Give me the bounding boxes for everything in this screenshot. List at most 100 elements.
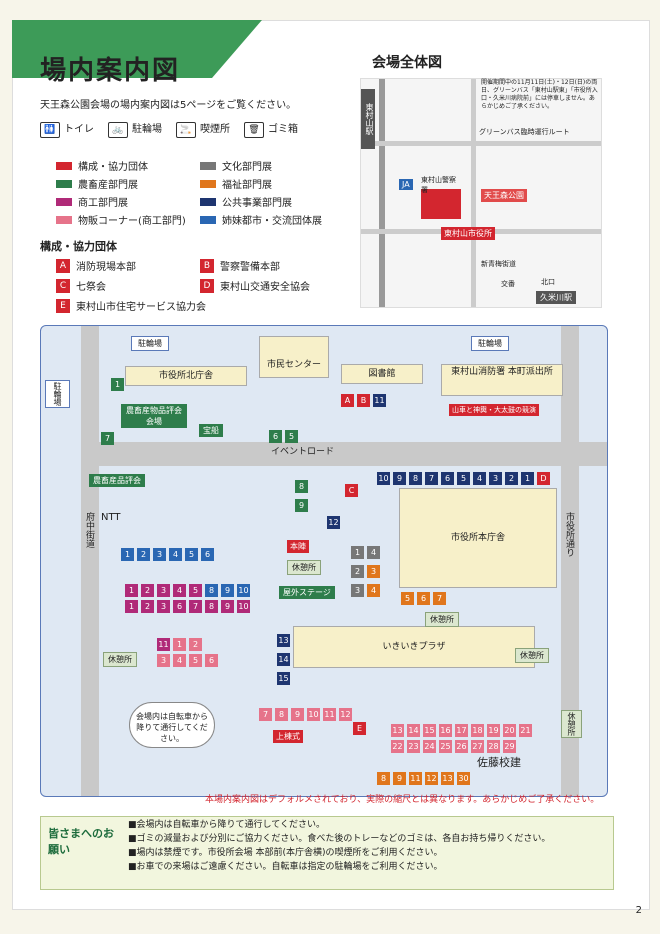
ntt-label: NTT xyxy=(101,512,121,523)
restroom-icon: 🚻 xyxy=(40,122,60,138)
map-note: 本場内案内図はデフォルメされており、実際の縮尺とは異なります。あらかじめご了承く… xyxy=(205,795,600,805)
overview-title: 会場全体図 xyxy=(372,55,442,71)
fuchu-label: 府中街道 xyxy=(84,512,94,548)
rest-area-1: 休憩所 xyxy=(287,560,321,575)
yamaguchi-label: 山車と神輿・大太鼓の競演 xyxy=(449,404,539,416)
rest-area-5: 休憩所 xyxy=(561,710,582,738)
road-h1 xyxy=(361,141,601,146)
exit-north-label: 北口 xyxy=(541,278,555,286)
bicycle-legend: 🚲駐輪場 xyxy=(108,120,162,138)
trash-legend: 🗑ゴミ箱 xyxy=(244,120,298,138)
trash-icon: 🗑 xyxy=(244,122,264,138)
station2-label: 久米川駅 xyxy=(536,291,576,304)
cat-shop: 物販コーナー(商工部門) xyxy=(56,212,186,227)
request-item: ■お車での来場はご遠慮ください。自転車は指定の駐輪場をご利用ください。 xyxy=(128,862,443,872)
booth-c: C xyxy=(345,478,361,497)
smoking-icon: 🚬 xyxy=(176,122,196,138)
facility-legend: 🚻トイレ 🚲駐輪場 🚬喫煙所 🗑ゴミ箱 xyxy=(40,120,298,138)
booth-e: E xyxy=(353,716,369,735)
rest-area-2: 休憩所 xyxy=(425,612,459,627)
request-item: ■ゴミの減量および分別にご協力ください。食べた後のトレーなどのゴミは、各自お持ち… xyxy=(128,834,551,844)
venue-map: イベントロード 駐輪場 駐輪場 駐輪場 市役所北庁舎 市民センター 図書館 東村… xyxy=(40,325,608,797)
honjin-label: 本陣 xyxy=(287,540,309,553)
station1-label: 東村山駅 xyxy=(361,89,375,149)
bike-parking-1: 駐輪場 xyxy=(131,336,169,351)
cat-welfare: 福祉部門展 xyxy=(200,176,272,191)
bike-parking-2: 駐輪場 xyxy=(471,336,509,351)
request-item: ■場内は禁煙です。市役所会場 本部前(本庁舎横)の喫煙所をご利用ください。 xyxy=(128,848,443,858)
smoking-legend: 🚬喫煙所 xyxy=(176,120,230,138)
org-section-title: 構成・協力団体 xyxy=(40,240,117,253)
event-road-label: イベントロード xyxy=(271,447,335,457)
city-north-building: 市役所北庁舎 xyxy=(125,366,247,386)
agri-sales-label: 農畜産品評会 xyxy=(89,474,145,487)
park-label: 天王森公園 xyxy=(481,189,527,202)
road-label: 新青梅街道 xyxy=(481,260,516,268)
shiyakusho-road xyxy=(561,326,579,796)
requests-title: 皆さまへのお願い xyxy=(48,827,114,856)
cat-public: 公共事業部門展 xyxy=(200,194,292,209)
page-subtitle: 天王森公園会場の場内案内図は5ページをご覧ください。 xyxy=(40,100,297,111)
greenbus-label: グリーンバス臨時運行ルート xyxy=(479,128,570,136)
title-band xyxy=(12,20,262,78)
rest-area-3: 休憩所 xyxy=(515,648,549,663)
bike-parking-3: 駐輪場 xyxy=(45,380,70,408)
agri-venue-label: 農畜産物品評会 会場 xyxy=(121,404,187,428)
booth-7: 7 xyxy=(101,426,117,445)
cat-sister: 姉妹都市・交流団体展 xyxy=(200,212,322,227)
city-main-building: 市役所本庁舎 xyxy=(399,488,557,588)
page-title: 場内案内図 xyxy=(40,56,181,86)
restroom-legend: 🚻トイレ xyxy=(40,120,94,138)
police-label: 東村山警察署 xyxy=(421,176,456,194)
bike-notice-bubble: 会場内は自転車から降りて通行してください。 xyxy=(129,702,215,748)
fuchu-road xyxy=(81,326,99,796)
treasure-label: 宝船 xyxy=(199,424,223,437)
event-road xyxy=(81,442,607,466)
overview-hint: 開催期間中の11月11日(土)・12日(日)の両日、グリーンバス「東村山駅東」「… xyxy=(481,79,598,110)
booth-12: 12 xyxy=(327,516,340,529)
cat-commerce: 商工部門展 xyxy=(56,194,128,209)
joshiki-label: 上棟式 xyxy=(273,730,303,743)
ikiiki-plaza: いきいきプラザ xyxy=(293,626,535,668)
signature: 佐藤校建 xyxy=(477,756,521,769)
requests-list: ■会場内は自転車から降りて通行してください。 ■ゴミの減量および分別にご協力くだ… xyxy=(128,818,550,874)
request-item: ■会場内は自転車から降りて通行してください。 xyxy=(128,820,325,830)
citizen-center: 市民センター xyxy=(259,336,329,378)
overview-cityhall-block xyxy=(421,189,461,219)
stage-label: 屋外ステージ xyxy=(279,586,335,599)
fire-station: 東村山消防署 本町派出所 xyxy=(441,364,563,396)
overview-map: 東村山駅 久米川駅 天王森公園 東村山市役所 JA 東村山警察署 北口 新青梅街… xyxy=(360,78,602,308)
page-number: 2 xyxy=(635,905,642,916)
shiyakusho-label: 市役所通り xyxy=(564,512,574,557)
rest-area-4: 休憩所 xyxy=(103,652,137,667)
bicycle-icon: 🚲 xyxy=(108,122,128,138)
rail-line xyxy=(379,79,385,307)
ja-label: JA xyxy=(399,179,413,190)
booth-1: 1 xyxy=(111,372,127,391)
cat-culture: 文化部門展 xyxy=(200,158,272,173)
cityhall-label: 東村山市役所 xyxy=(441,227,495,240)
library: 図書館 xyxy=(341,364,423,384)
cat-agri: 農畜産部門展 xyxy=(56,176,138,191)
